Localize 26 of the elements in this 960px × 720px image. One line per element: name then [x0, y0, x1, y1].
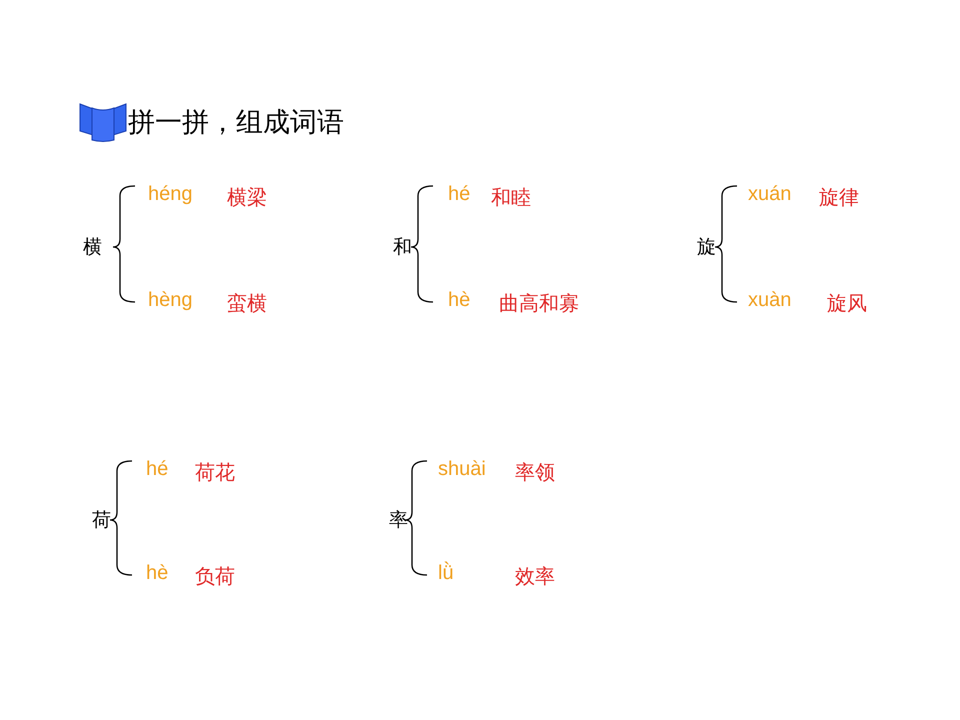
character: 和	[393, 235, 412, 259]
pinyin: héng	[148, 182, 192, 206]
pinyin: lǜ	[438, 561, 454, 585]
word: 率领	[515, 460, 555, 484]
pinyin: hé	[448, 182, 470, 206]
word: 曲高和寡	[499, 291, 579, 315]
word: 横梁	[227, 185, 267, 209]
word: 负荷	[195, 564, 235, 588]
character: 旋	[697, 235, 716, 259]
pinyin: hèng	[148, 288, 192, 312]
pinyin: xuàn	[748, 288, 792, 312]
word: 和睦	[491, 185, 531, 209]
word: 旋风	[827, 291, 867, 315]
pinyin: shuài	[438, 457, 486, 481]
word: 效率	[515, 564, 555, 588]
heading: 拼一拼，组成词语	[128, 106, 344, 140]
character: 率	[389, 508, 408, 532]
pinyin: hè	[448, 288, 470, 312]
word: 旋律	[819, 185, 859, 209]
character: 横	[83, 235, 102, 259]
word: 荷花	[195, 460, 235, 484]
pinyin: hè	[146, 561, 168, 585]
pinyin: hé	[146, 457, 168, 481]
word: 蛮横	[227, 291, 267, 315]
pinyin: xuán	[748, 182, 792, 206]
character: 荷	[92, 508, 111, 532]
